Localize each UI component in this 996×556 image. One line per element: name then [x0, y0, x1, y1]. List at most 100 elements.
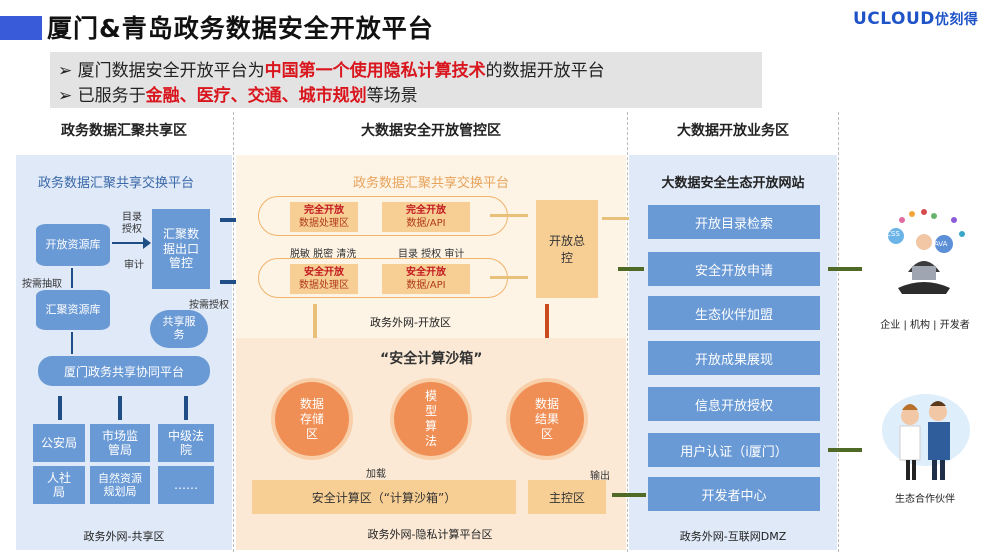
box-text: 数据/API	[406, 280, 446, 291]
column-divider	[233, 112, 234, 552]
right-panel-title: 大数据安全生态开放网站	[661, 176, 805, 191]
box-text: 数据/API	[406, 218, 446, 229]
bullet-text: 的数据开放平台	[485, 61, 605, 81]
source-court: 中级法院	[158, 424, 214, 462]
xiamen-collab-platform: 厦门政务共享协同平台	[38, 356, 210, 386]
bullet-marker: ➢	[58, 61, 73, 81]
secure-open-api-box: 安全开放 数据/API	[382, 264, 470, 294]
box-bold: 安全开放	[304, 267, 344, 278]
db-collect-resources: 汇聚资源库	[36, 290, 110, 330]
page-title: 厦门&青岛政务数据安全开放平台	[47, 14, 434, 43]
title-accent-bar	[0, 16, 42, 40]
arrow-up	[545, 304, 549, 364]
arrow-left	[828, 267, 862, 271]
actor-bottom-label: 生态合作伙伴	[895, 494, 955, 505]
logo-text-cn: 优刻得	[934, 12, 979, 28]
bullet-banner: ➢ 厦门数据安全开放平台为中国第一个使用隐私计算技术的数据开放平台 ➢ 已服务于…	[50, 52, 762, 108]
arrow-up	[118, 396, 122, 420]
partners-icon	[882, 394, 970, 480]
data-result-circle: 数据结果区	[510, 382, 584, 456]
model-algorithm-circle: 模型算法	[394, 382, 468, 456]
box-bold: 完全开放	[406, 205, 446, 216]
mid-panel-footer: 政务外网-隐私计算平台区	[367, 528, 493, 541]
badge-java: JAVA	[932, 240, 948, 248]
column-divider	[838, 112, 839, 552]
arrow-line	[71, 332, 73, 354]
bullet-2: ➢ 已服务于金融、医疗、交通、城市规划等场景	[58, 81, 418, 106]
label-dir-auth-audit: 目录 授权 审计	[398, 249, 465, 260]
box-text: 数据处理区	[299, 280, 349, 291]
data-storage-circle: 数据存储区	[275, 382, 349, 456]
bullet-1: ➢ 厦门数据安全开放平台为中国第一个使用隐私计算技术的数据开放平台	[58, 56, 605, 81]
right-panel-footer: 政务外网-互联网DMZ	[679, 530, 787, 543]
arrow-head	[143, 237, 151, 249]
btn-info-open-auth[interactable]: 信息开放授权	[648, 387, 820, 421]
column-title-right: 大数据开放业务区	[677, 123, 789, 139]
full-open-process-box: 完全开放 数据处理区	[290, 202, 358, 232]
arrow-line	[220, 280, 244, 284]
secure-compute-zone: 安全计算区（“计算沙箱”）	[252, 480, 516, 514]
developer-figure	[884, 206, 972, 306]
arrow-left	[618, 267, 644, 271]
label-on-demand-auth: 按需授权	[189, 300, 229, 311]
mid-panel-title: 政务数据汇聚共享交换平台	[352, 176, 509, 191]
arrow-up	[184, 396, 188, 420]
box-text: 数据处理区	[299, 218, 349, 229]
left-panel-title: 政务数据汇聚共享交换平台	[37, 176, 194, 191]
column-divider	[627, 112, 628, 552]
arrow-left	[828, 448, 862, 452]
bullet-marker: ➢	[58, 86, 73, 106]
master-control-zone: 主控区	[528, 480, 606, 514]
label-dir-auth: 目录授权	[122, 212, 142, 235]
open-master-control: 开放总控	[536, 200, 598, 298]
label-audit: 审计	[124, 260, 144, 271]
share-service-cloud: 共享服务	[150, 310, 208, 348]
arrow-line	[112, 242, 144, 244]
arrow-line	[602, 217, 638, 220]
bullet-highlight: 金融、医疗、交通、城市规划	[145, 86, 367, 106]
arrow-line	[220, 218, 244, 222]
arrow-down	[313, 304, 317, 356]
source-public-security: 公安局	[33, 424, 85, 462]
db-open-resources: 开放资源库	[36, 224, 110, 266]
arrow-up	[58, 396, 62, 420]
open-zone-label: 政务外网-开放区	[370, 316, 451, 329]
source-more: ……	[158, 466, 214, 504]
btn-user-auth[interactable]: 用户认证（i厦门）	[648, 433, 820, 467]
box-bold: 安全开放	[406, 267, 446, 278]
export-control-box: 汇聚数据出口管控	[152, 209, 210, 289]
label-on-demand: 按需抽取	[22, 279, 62, 290]
partners-figure	[880, 390, 972, 486]
box-bold: 完全开放	[304, 205, 344, 216]
badge-css: CSS	[886, 230, 900, 238]
bullet-text: 等场景	[366, 86, 418, 106]
label-load: 加载	[366, 469, 386, 480]
arrow-line	[490, 214, 528, 217]
bullet-highlight: 中国第一个使用隐私计算技术	[264, 61, 486, 81]
column-title-mid: 大数据安全开放管控区	[361, 123, 501, 139]
btn-catalog-search[interactable]: 开放目录检索	[648, 205, 820, 239]
bullet-text: 已服务于	[77, 86, 146, 106]
logo-text-en: UCLOUD	[853, 9, 935, 29]
label-output: 输出	[590, 471, 610, 482]
secure-open-process-box: 安全开放 数据处理区	[290, 264, 358, 294]
left-panel-footer: 政务外网-共享区	[83, 530, 165, 543]
btn-secure-open-apply[interactable]: 安全开放申请	[648, 252, 820, 286]
btn-partner-join[interactable]: 生态伙伴加盟	[648, 296, 820, 330]
bullet-text: 厦门数据安全开放平台为	[77, 61, 265, 81]
arrow-line	[71, 268, 73, 288]
arrow-left	[612, 493, 646, 497]
actor-top-label: 企业 | 机构 | 开发者	[880, 320, 970, 331]
source-market-supervision: 市场监管局	[90, 424, 150, 462]
btn-developer-center[interactable]: 开发者中心	[648, 477, 820, 511]
btn-results-showcase[interactable]: 开放成果展现	[648, 341, 820, 375]
source-natural-resources: 自然资源规划局	[90, 466, 150, 504]
developer-icon	[888, 209, 965, 294]
ucloud-logo: UCLOUD优刻得	[853, 9, 978, 29]
arrow-line	[490, 276, 528, 279]
column-title-left: 政务数据汇聚共享区	[61, 123, 187, 139]
full-open-api-box: 完全开放 数据/API	[382, 202, 470, 232]
source-social-security: 人社局	[33, 466, 85, 504]
sandbox-title: “安全计算沙箱”	[380, 351, 483, 367]
label-desensitize: 脱敏 脱密 清洗	[290, 249, 357, 260]
